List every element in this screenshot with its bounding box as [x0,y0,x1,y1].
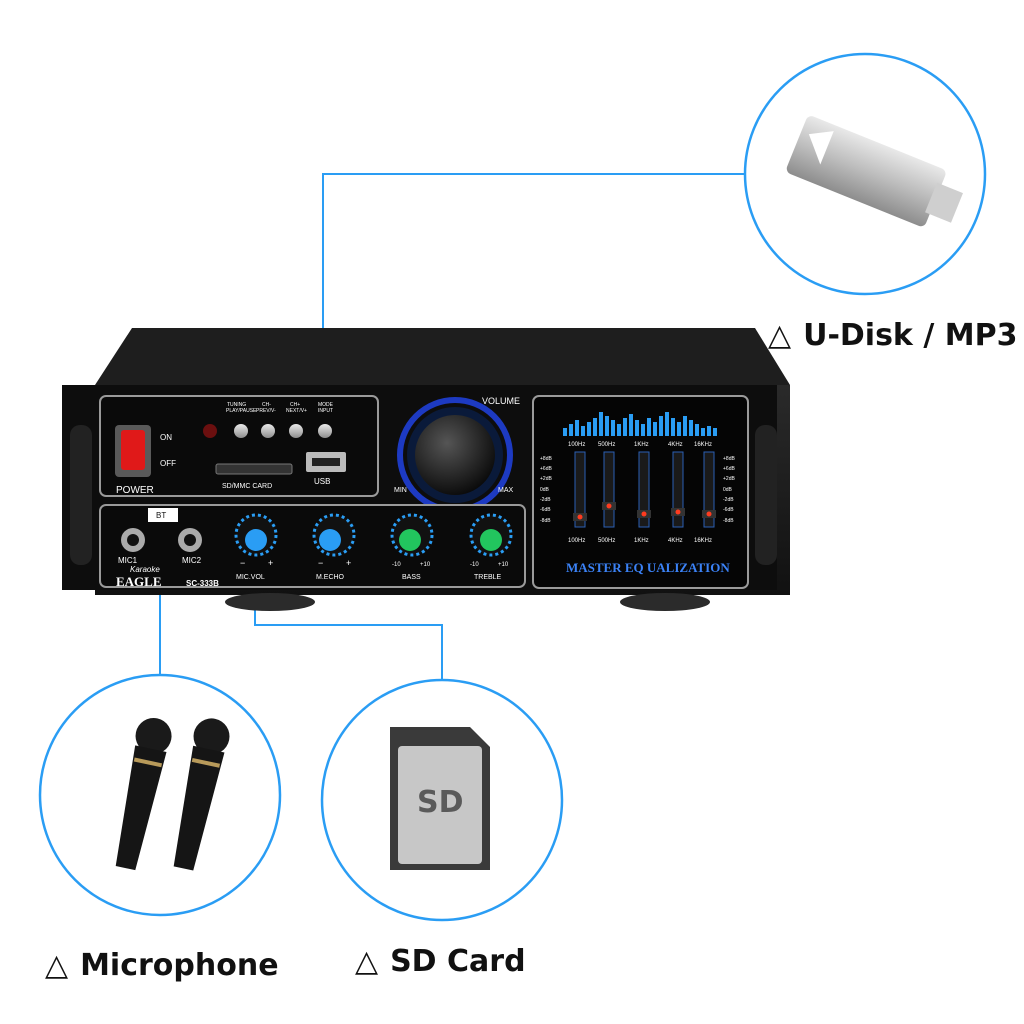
brand-script: Karaoke [130,565,160,574]
volume-label: VOLUME [482,396,520,406]
microphone-label: Microphone [80,948,279,983]
button-top-label: MODE [318,402,334,408]
eq-db-label: +8dB [723,456,735,462]
button-bottom-label: NEXT/V+ [286,408,307,414]
off-label: OFF [160,459,176,468]
sd-slot-label: SD/MMC CARD [222,483,272,490]
eq-db-scale-right: +8dB +6dB +2dB 0dB -2dB -6dB -8dB [723,456,735,524]
eq-db-label: +6dB [723,466,735,472]
knob-label: M.ECHO [316,574,345,581]
eq-band-label: 4KHz [668,442,683,448]
sdcard-callout: △ SD Card [355,944,526,979]
knob-label: TREBLE [474,574,502,581]
eq-band-label: 1KHz [634,538,649,544]
knob-min-label: -10 [392,562,401,568]
button-bottom-label: PREV/V- [256,408,276,414]
microphone-callout: △ Microphone [45,948,279,983]
knob-max-label: + [268,558,273,568]
eq-title: MASTER EQ UALIZATION [566,560,730,575]
mic1-label: MIC1 [118,556,138,565]
on-label: ON [160,433,172,442]
eq-band-label: 500Hz [598,538,615,544]
udisk-label: U-Disk / MP3 [803,318,1018,353]
brand-label: EAGLE [116,574,162,589]
usb-label: USB [314,477,330,486]
triangle-icon: △ [768,318,792,353]
eq-db-label: +2dB [540,476,552,482]
volume-max-label: MAX [498,487,514,494]
eq-db-label: +2dB [723,476,735,482]
eq-db-label: +6dB [540,466,552,472]
sd-card-text: SD [417,785,464,820]
knob-min-label: − [240,558,245,568]
eq-band-label: 4KHz [668,538,683,544]
button-top-label: CH- [262,402,271,408]
eq-band-labels-bottom: 100Hz 500Hz 1KHz 4KHz 16KHz [568,538,712,544]
knob-graphics [234,513,513,557]
knob-min-label: -10 [470,562,479,568]
eq-band-label: 100Hz [568,538,585,544]
eq-sliders [573,451,716,528]
eq-db-label: +8dB [540,456,552,462]
knob-label: BASS [402,574,421,581]
eq-db-label: -6dB [723,507,734,513]
knob-label: MIC.VOL [236,574,265,581]
sdcard-circle [320,678,564,922]
eq-band-label: 1KHz [634,442,649,448]
eq-band-label: 100Hz [568,442,585,448]
eq-db-label: 0dB [540,487,550,493]
eq-band-label: 500Hz [598,442,615,448]
knob-max-label: +10 [498,562,509,568]
button-bottom-label: PLAY/PAUSE [226,408,257,414]
udisk-circle [743,52,987,296]
eq-db-label: -2dB [540,497,551,503]
triangle-icon: △ [355,944,379,979]
eq-db-label: -2dB [723,497,734,503]
bt-label: BT [156,511,166,520]
knob-min-label: − [318,558,323,568]
eq-db-label: -6dB [540,507,551,513]
eq-db-label: 0dB [723,487,733,493]
knob-max-label: + [346,558,351,568]
knob-max-label: +10 [420,562,431,568]
amplifier [62,328,790,611]
eq-band-label: 16KHz [694,538,712,544]
power-label: POWER [116,485,154,496]
sdcard-label: SD Card [390,944,526,979]
microphone-circle [38,673,282,917]
volume-min-label: MIN [394,487,407,494]
eq-db-scale-left: +8dB +6dB +2dB 0dB -2dB -6dB -8dB [540,456,552,524]
udisk-callout: △ U-Disk / MP3 [768,318,1017,353]
eq-band-labels-top: 100Hz 500Hz 1KHz 4KHz 16KHz [568,442,712,448]
button-top-label: CH+ [290,402,300,408]
button-top-label: TUNING [227,402,246,408]
eq-db-label: -8dB [723,518,734,524]
button-bottom-label: INPUT [318,408,333,414]
triangle-icon: △ [45,948,69,983]
eq-spectrum-bars [563,412,717,436]
eq-db-label: -8dB [540,518,551,524]
model-label: SC-333B [186,579,219,588]
mic2-label: MIC2 [182,556,202,565]
eq-band-label: 16KHz [694,442,712,448]
